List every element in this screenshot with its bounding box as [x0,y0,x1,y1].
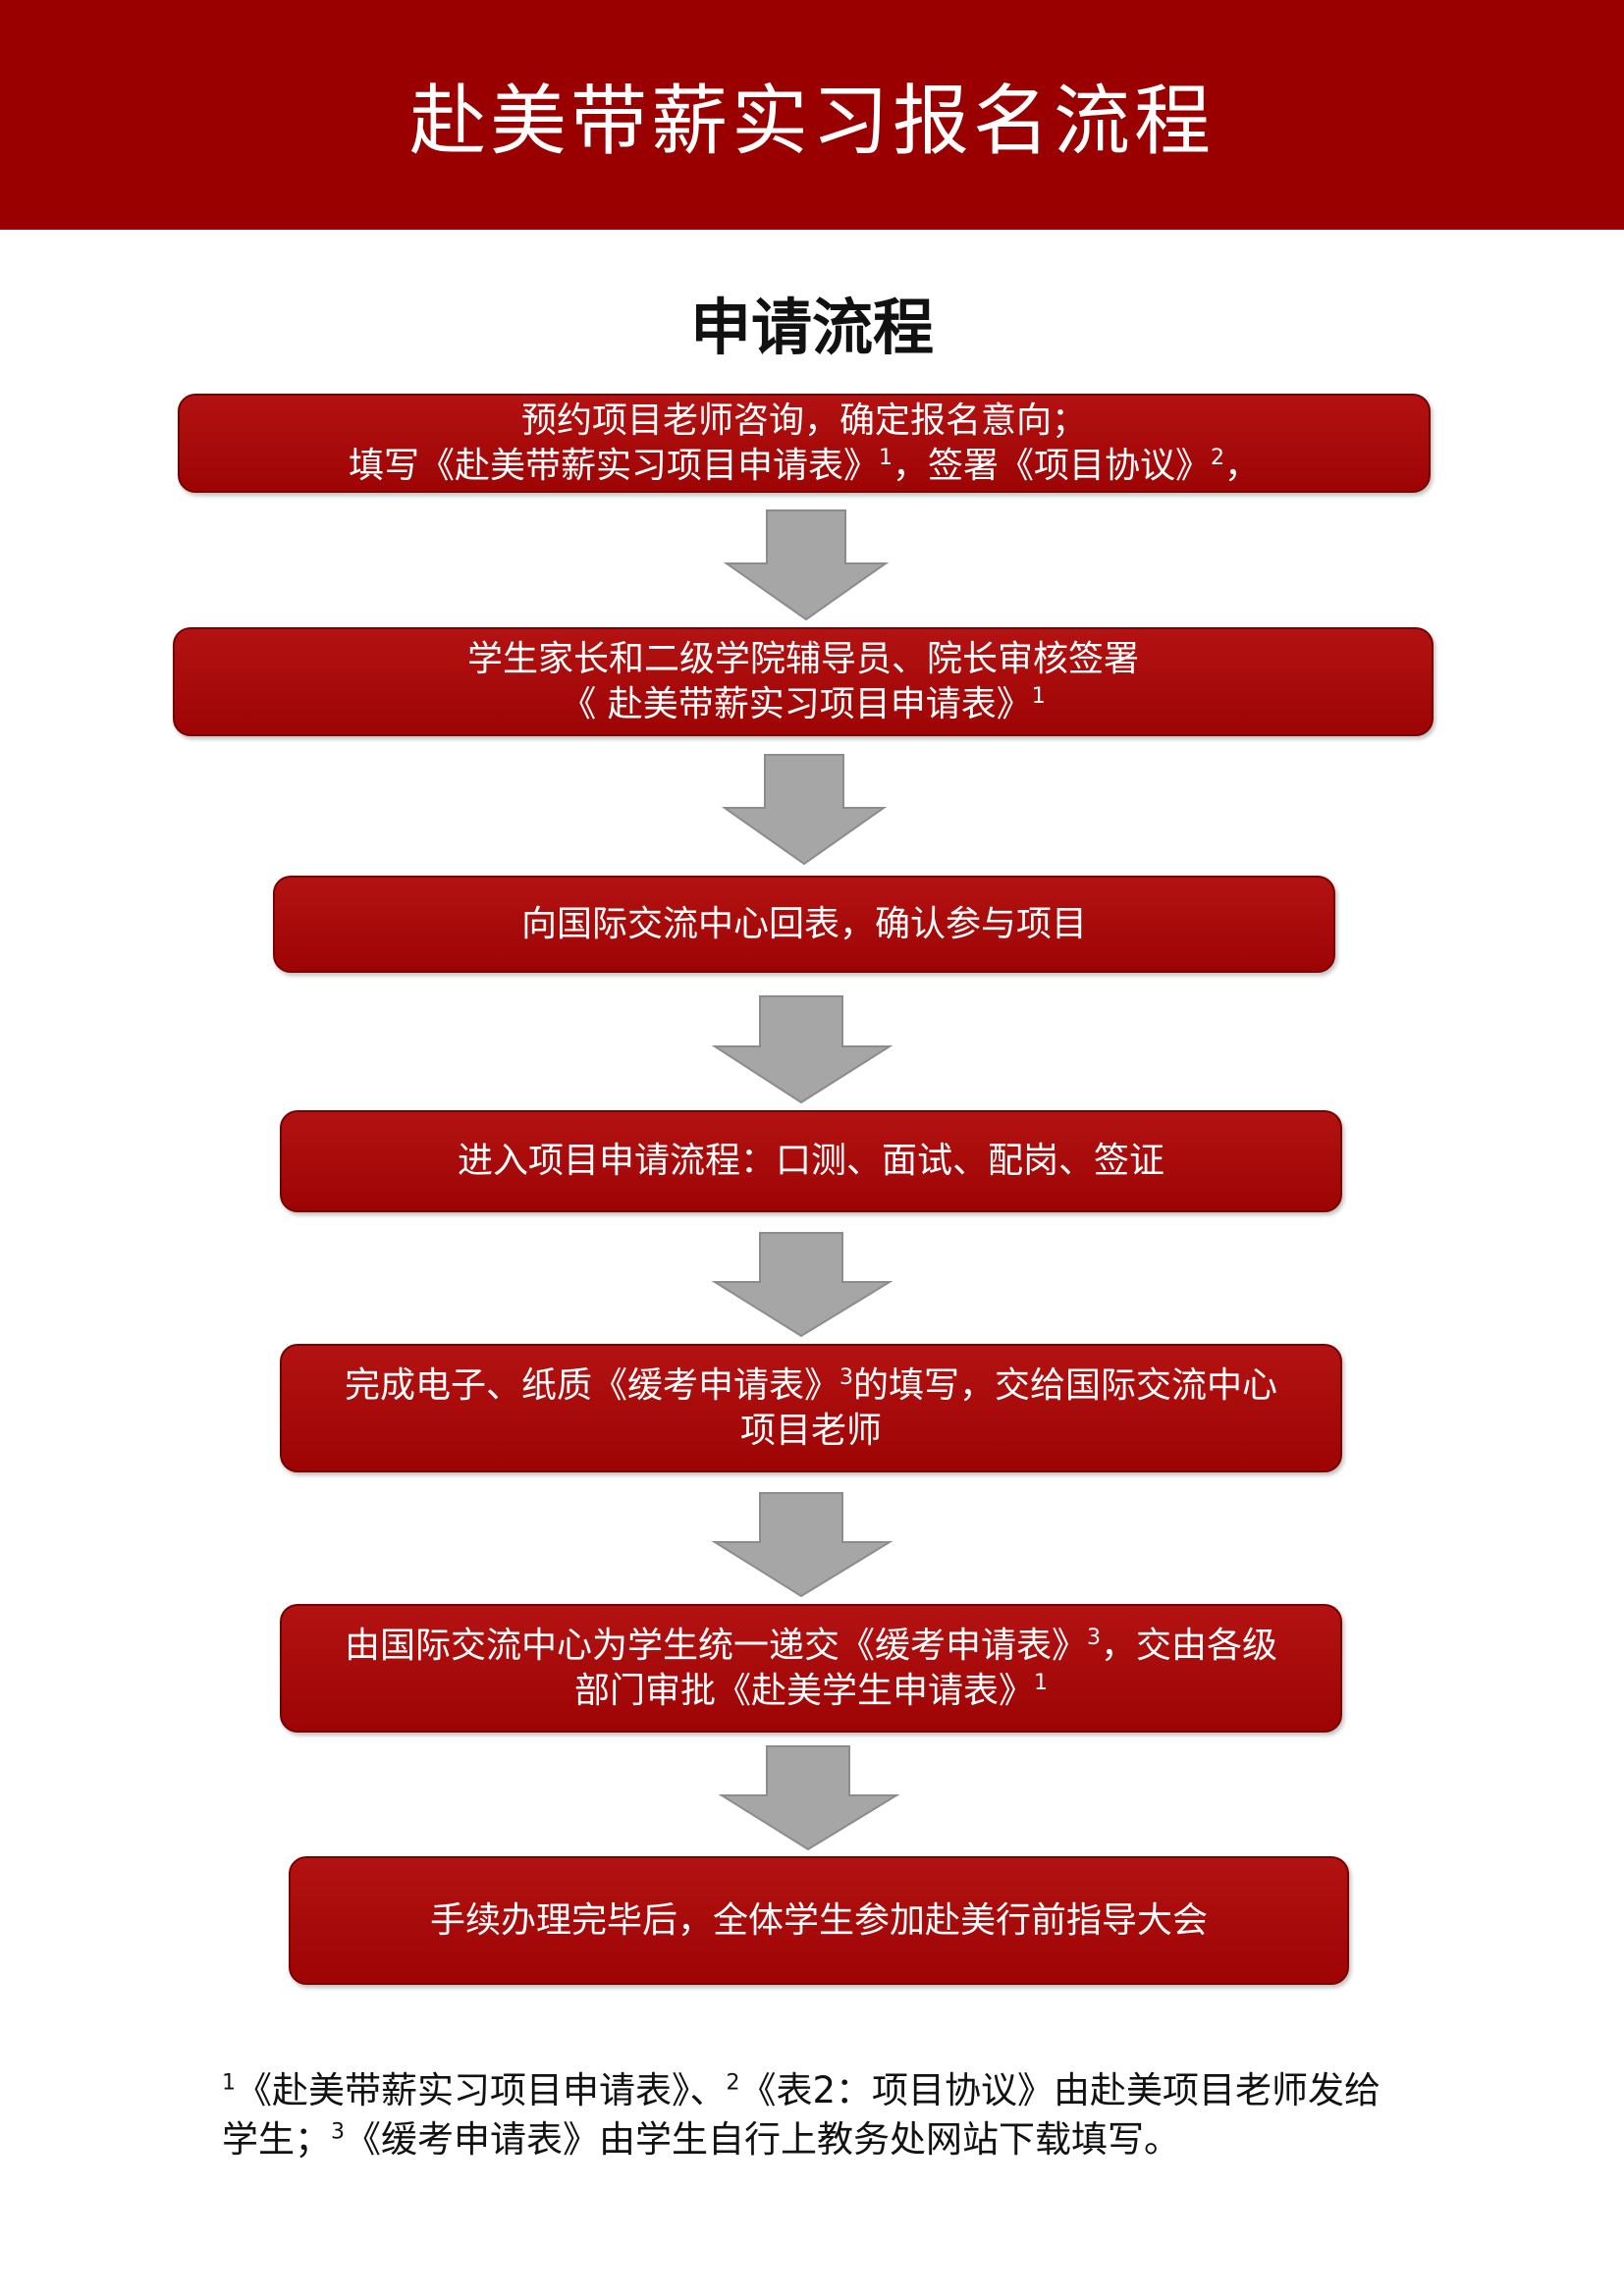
flow-step-3: 向国际交流中心回表，确认参与项目 [273,876,1335,973]
flow-step-5: 完成电子、纸质《缓考申请表》3的填写，交给国际交流中心 项目老师 [280,1344,1342,1472]
down-arrow-icon [711,995,893,1104]
flow-step-2: 学生家长和二级学院辅导员、院长审核签署 《 赴美带薪实习项目申请表》1 [173,627,1434,736]
step-3-line-1: 向国际交流中心回表，确认参与项目 [520,903,1087,944]
page-title: 赴美带薪实习报名流程 [408,78,1215,166]
footnote: 1《赴美带薪实习项目申请表》、2《表2：项目协议》由赴美项目老师发给 学生；3《… [222,2069,1381,2161]
down-arrow-icon [721,754,888,866]
flow-step-6: 由国际交流中心为学生统一递交《缓考申请表》3，交由各级 部门审批《赴美学生申请表… [280,1604,1342,1733]
flow-step-4: 进入项目申请流程：口测、面试、配岗、签证 [280,1110,1342,1212]
step-6-line-1: 由国际交流中心为学生统一递交《缓考申请表》3，交由各级 [344,1625,1278,1666]
step-1-line-2: 填写《赴美带薪实习项目申请表》1，签署《项目协议》2， [348,445,1261,486]
step-1-line-1: 预约项目老师咨询，确定报名意向； [520,400,1087,441]
section-title: 申请流程 [689,292,934,363]
down-arrow-icon [718,1745,900,1851]
step-7-line-1: 手续办理完毕后，全体学生参加赴美行前指导大会 [429,1899,1208,1941]
step-2-line-2: 《 赴美带薪实习项目申请表》1 [561,683,1046,724]
step-6-line-2: 部门审批《赴美学生申请表》1 [573,1670,1048,1711]
down-arrow-icon [723,509,890,621]
header-banner: 赴美带薪实习报名流程 [0,0,1624,230]
flow-step-1: 预约项目老师咨询，确定报名意向； 填写《赴美带薪实习项目申请表》1，签署《项目协… [178,394,1431,493]
step-5-line-2: 项目老师 [739,1410,882,1451]
down-arrow-icon [711,1492,893,1598]
flow-step-7: 手续办理完毕后，全体学生参加赴美行前指导大会 [289,1856,1349,1985]
step-4-line-1: 进入项目申请流程：口测、面试、配岗、签证 [457,1141,1164,1181]
step-5-line-1: 完成电子、纸质《缓考申请表》3的填写，交给国际交流中心 [344,1364,1278,1406]
step-2-line-1: 学生家长和二级学院辅导员、院长审核签署 [466,638,1139,679]
down-arrow-icon [711,1232,893,1338]
